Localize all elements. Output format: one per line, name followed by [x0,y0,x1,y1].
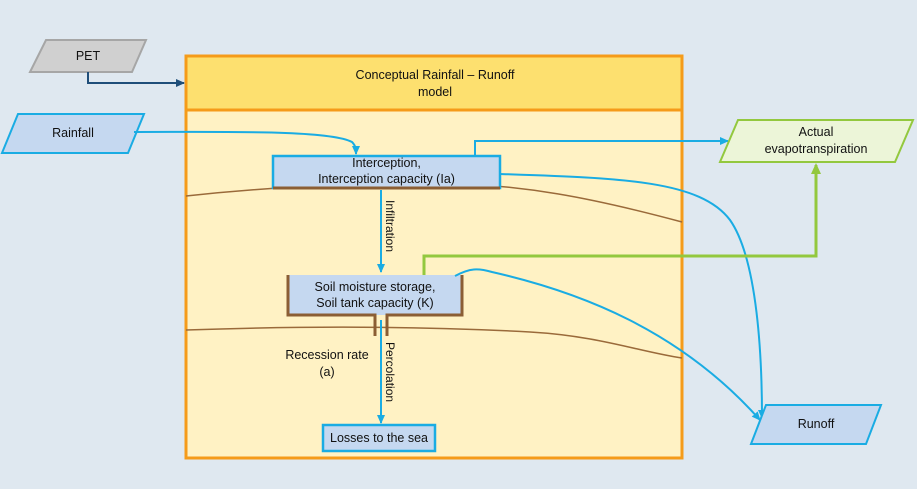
interception-label-line2: Interception capacity (Ia) [318,172,455,186]
interception-label: Interception, Interception capacity (Ia) [275,155,498,187]
soil-runoff-arrow [454,268,761,421]
soil-tank-box [288,275,462,315]
soil-tank-walls [286,275,464,336]
soil-evap-arrow [422,163,821,275]
interception-runoff-arrow [499,173,766,419]
percolation-label: Percolation [383,342,397,403]
model-title-line1: Conceptual Rainfall – Runoff [355,68,515,83]
runoff-label: Runoff [797,416,835,431]
pet-label: PET [75,48,101,63]
soil-label-line1: Soil moisture storage, [314,279,436,294]
rainfall-arrow [133,130,360,155]
losses-label: Losses to the sea [330,430,428,445]
soil-label-line2: Soil tank capacity (K) [316,296,434,310]
infiltration-label: Infiltration [383,200,397,253]
rainfall-label: Rainfall [52,125,94,140]
groundwater-line [185,326,683,359]
evap-shape [718,119,915,163]
interception-label-line1: Interception, [352,155,421,170]
model-title-line2: model [417,85,453,99]
runoff-shape [749,404,883,445]
recession-label-line2: (a) [319,365,335,379]
model-header [184,54,684,112]
evap-label: Actual evapotranspiration [736,121,896,161]
evap-label-line2: evapotranspiration [764,142,868,156]
pet-shape [28,39,148,73]
recession-label: Recession rate (a) [276,345,378,383]
evap-label-line1: Actual [798,125,834,140]
recession-label-line1: Recession rate [285,348,369,363]
interception-evap-arrow [474,137,729,156]
soil-label: Soil moisture storage, Soil tank capacit… [292,276,458,314]
interception-box [271,154,502,190]
rainfall-shape [0,113,146,154]
model-title: Conceptual Rainfall – Runoff model [300,64,570,104]
losses-box [321,423,437,453]
pet-arrow [87,72,185,87]
